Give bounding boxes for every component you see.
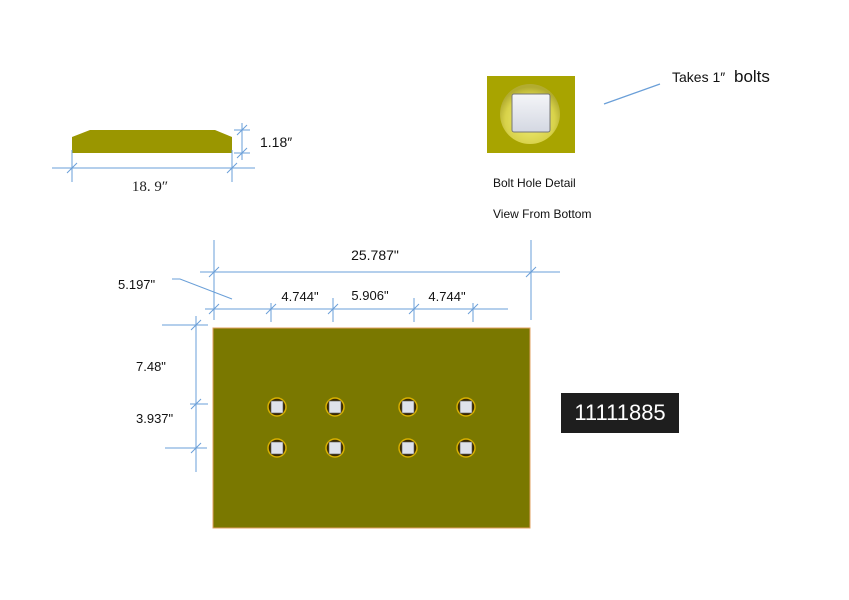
tick [525,266,537,278]
leader-line [603,83,661,105]
square-bolt-hole [511,93,551,133]
plate [212,327,531,529]
left-offset-label: 5.197" [118,277,156,292]
bolt-hole [401,400,415,414]
tick [190,442,202,454]
detail-caption-view: View From Bottom [493,207,591,221]
tick [66,162,78,174]
bolt-hole [270,400,284,414]
length-label: 18. 9″ [132,179,168,195]
bolt-hole [401,441,415,455]
overall-width-label: 25.787" [351,247,399,263]
tick [190,398,202,410]
tick [236,124,248,136]
tick [208,266,220,278]
spacing-label-3: 4.744" [428,289,466,304]
thickness-label: 1.18″ [260,134,292,150]
spacing-label-1: 4.744" [281,289,319,304]
row-spacing-label: 3.937" [136,411,174,426]
detail-caption: Bolt Hole Detail [493,176,576,190]
side-profile [72,130,232,153]
tick [190,319,202,331]
bolt-note-prefix: Takes 1″ [672,69,725,85]
bolt-hole-detail: Takes 1″ bolts Bolt Hole Detail View Fro… [487,67,770,221]
bolt-hole [459,400,473,414]
tick [236,147,248,159]
spacing-label-2: 5.906" [351,288,389,303]
top-offset-label: 7.48" [136,359,166,374]
bolt-hole [270,441,284,455]
spacing-ticks [208,298,479,322]
bolt-hole [328,400,342,414]
bolt-note-suffix: bolts [734,67,770,86]
offset-leader [172,278,233,300]
bolt-holes [267,397,476,458]
bolt-hole [459,441,473,455]
plan-view: 25.787" 5.197" 4.744" 5.906" 4.744" 7.48… [118,240,560,529]
side-view: 18. 9″ 1.18″ [52,123,292,195]
bolt-hole [328,441,342,455]
tick [226,162,238,174]
part-number-label: 11111885 [561,393,679,433]
